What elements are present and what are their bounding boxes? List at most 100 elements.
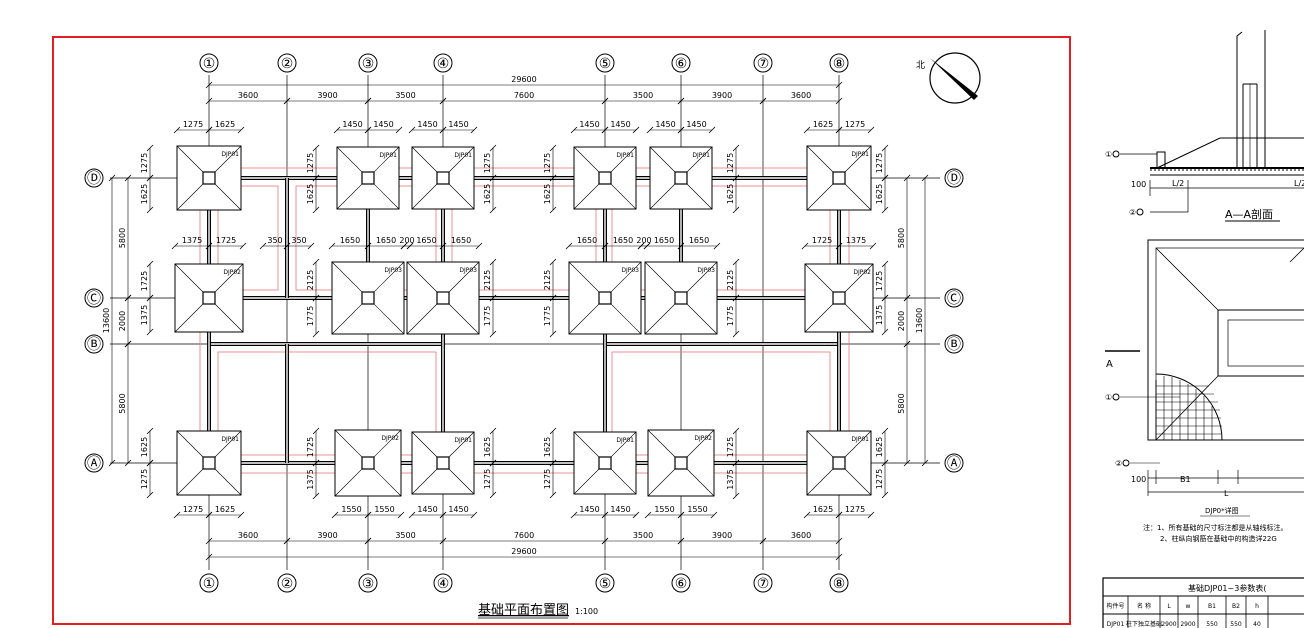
- table-title: 基础DJP01~3参数表(: [1188, 583, 1266, 593]
- footing: DJP03: [568, 261, 642, 335]
- footing-tag: DJP02: [694, 435, 712, 442]
- dim-top-detail-tick: [646, 126, 654, 134]
- table-cell: 2900: [1161, 621, 1176, 628]
- footing-tag: DJP01: [221, 436, 239, 443]
- dim-bottom-detail-tick: [632, 511, 640, 519]
- section-marker-1: ①: [1105, 150, 1112, 159]
- dim-mid-detail-tick: [283, 242, 291, 250]
- dim-bay-bottom: 3900: [317, 531, 337, 540]
- dim-bottom-detail: 1450: [448, 505, 468, 514]
- dim-left-tick: [124, 459, 132, 467]
- dim-bay-top: 3900: [317, 91, 337, 100]
- dim-bay-bottom: 3600: [791, 531, 811, 540]
- axis-bubble-x: [199, 573, 219, 593]
- dim-top-detail: 1450: [373, 120, 393, 129]
- plan-marker-1: ①: [1105, 393, 1112, 402]
- dim-interior: 1775: [726, 306, 735, 326]
- axis-bubble-x: [358, 573, 378, 593]
- dim-left-tick: [146, 459, 154, 467]
- plan-marker-2: ②: [1115, 459, 1122, 468]
- axis-bubble-y: [84, 288, 104, 308]
- dim-left-tick: [108, 174, 116, 182]
- dim-bay-top: 3600: [791, 91, 811, 100]
- foundation-beams: [207, 176, 841, 465]
- dim-mid-detail: 1650: [340, 236, 360, 245]
- dim-interior-tick: [549, 144, 557, 152]
- dim-left-tick: [146, 260, 154, 268]
- axis-bubble-x: [753, 573, 773, 593]
- column-stub: [436, 291, 450, 305]
- dim-bay-bottom-tick: [439, 537, 447, 545]
- dim-right: 5800: [897, 228, 906, 248]
- beam-outlines: [199, 167, 850, 474]
- dim-bay-top-tick: [759, 97, 767, 105]
- table-header-cell: B2: [1232, 603, 1240, 610]
- table-cell: 550: [1230, 621, 1242, 628]
- dim-interior-tick: [549, 459, 557, 467]
- footing-tag: DJP01: [616, 152, 634, 159]
- dim-mid-detail-tick: [406, 242, 414, 250]
- footing: DJP02: [804, 263, 874, 333]
- dim-left-tick: [124, 294, 132, 302]
- dim-interior: 1275: [306, 153, 315, 173]
- footing-tag: DJP01: [616, 437, 634, 444]
- axis-bubble-y: [944, 453, 964, 473]
- axis-label-x: ⑦: [757, 576, 770, 592]
- dim-mid-detail: 1375: [182, 236, 202, 245]
- dim-left-tick: [146, 174, 154, 182]
- dim-bottom-detail-tick: [408, 511, 416, 519]
- dim-bay-top-tick: [364, 97, 372, 105]
- dim-right-tick: [881, 427, 889, 435]
- dim-top-detail: 1450: [448, 120, 468, 129]
- dim-bottom-detail-tick: [397, 511, 405, 519]
- axis-bubble-x: [829, 53, 849, 73]
- dim-bay-bottom: 7600: [514, 531, 534, 540]
- dim-left: 13600: [102, 308, 111, 333]
- dim-right-tick: [881, 491, 889, 499]
- section-title: A—A剖面: [1225, 207, 1273, 221]
- dim-right-tick: [881, 459, 889, 467]
- dim-top-detail: 1625: [215, 120, 235, 129]
- beam-outline: [199, 167, 850, 474]
- footing: DJP01: [573, 431, 637, 495]
- dim-right-tick: [903, 174, 911, 182]
- dim-mid-detail-tick: [307, 242, 315, 250]
- footing-tag: DJP01: [454, 437, 472, 444]
- beam-outline: [451, 185, 597, 291]
- column-stub: [202, 456, 216, 470]
- dim-mid-detail-tick: [601, 242, 609, 250]
- dim-interior-tick: [489, 491, 497, 499]
- dim-interior-tick: [732, 258, 740, 266]
- dim-interior-tick: [312, 206, 320, 214]
- axis-label-y: Ⓒ: [87, 291, 101, 307]
- plan-scale: 1:100: [575, 607, 598, 616]
- dim-right-tick: [881, 260, 889, 268]
- axis-bubble-x: [595, 53, 615, 73]
- dim-bay-bottom-tick: [677, 537, 685, 545]
- dim-top-detail-tick: [237, 126, 245, 134]
- table-header-cell: 名 称: [1137, 602, 1151, 610]
- dim-bay-bottom-tick: [601, 537, 609, 545]
- dim-left-tick: [146, 206, 154, 214]
- axis-bubble-x: [277, 573, 297, 593]
- column-stub: [598, 171, 612, 185]
- dim-top-detail-tick: [632, 126, 640, 134]
- axis-bubble-y: [944, 334, 964, 354]
- table-header-cell: h: [1255, 603, 1259, 610]
- dim-top-detail-tick: [570, 126, 578, 134]
- dim-mid-detail-tick: [400, 242, 408, 250]
- footing: DJP01: [806, 145, 872, 211]
- axis-label-y: Ⓒ: [947, 291, 961, 307]
- dim-left-tick: [146, 294, 154, 302]
- dim-interior-tick: [312, 144, 320, 152]
- dim-bay-bottom-tick: [835, 537, 843, 545]
- dim-interior-tick: [549, 491, 557, 499]
- dim-mid-detail-tick: [801, 242, 809, 250]
- footing-plan-detail: A ① ② 100 B1 L DJP0*详图 注：1、所有基础的尺寸标注都是从轴…: [1105, 239, 1304, 543]
- plan-dim-l: L: [1224, 489, 1229, 498]
- dim-bottom-detail: 1625: [215, 505, 235, 514]
- axis-label-x: ⑥: [675, 56, 688, 72]
- dim-interior-tick: [489, 459, 497, 467]
- axis-bubble-x: [829, 573, 849, 593]
- axis-bubble-y: [84, 453, 104, 473]
